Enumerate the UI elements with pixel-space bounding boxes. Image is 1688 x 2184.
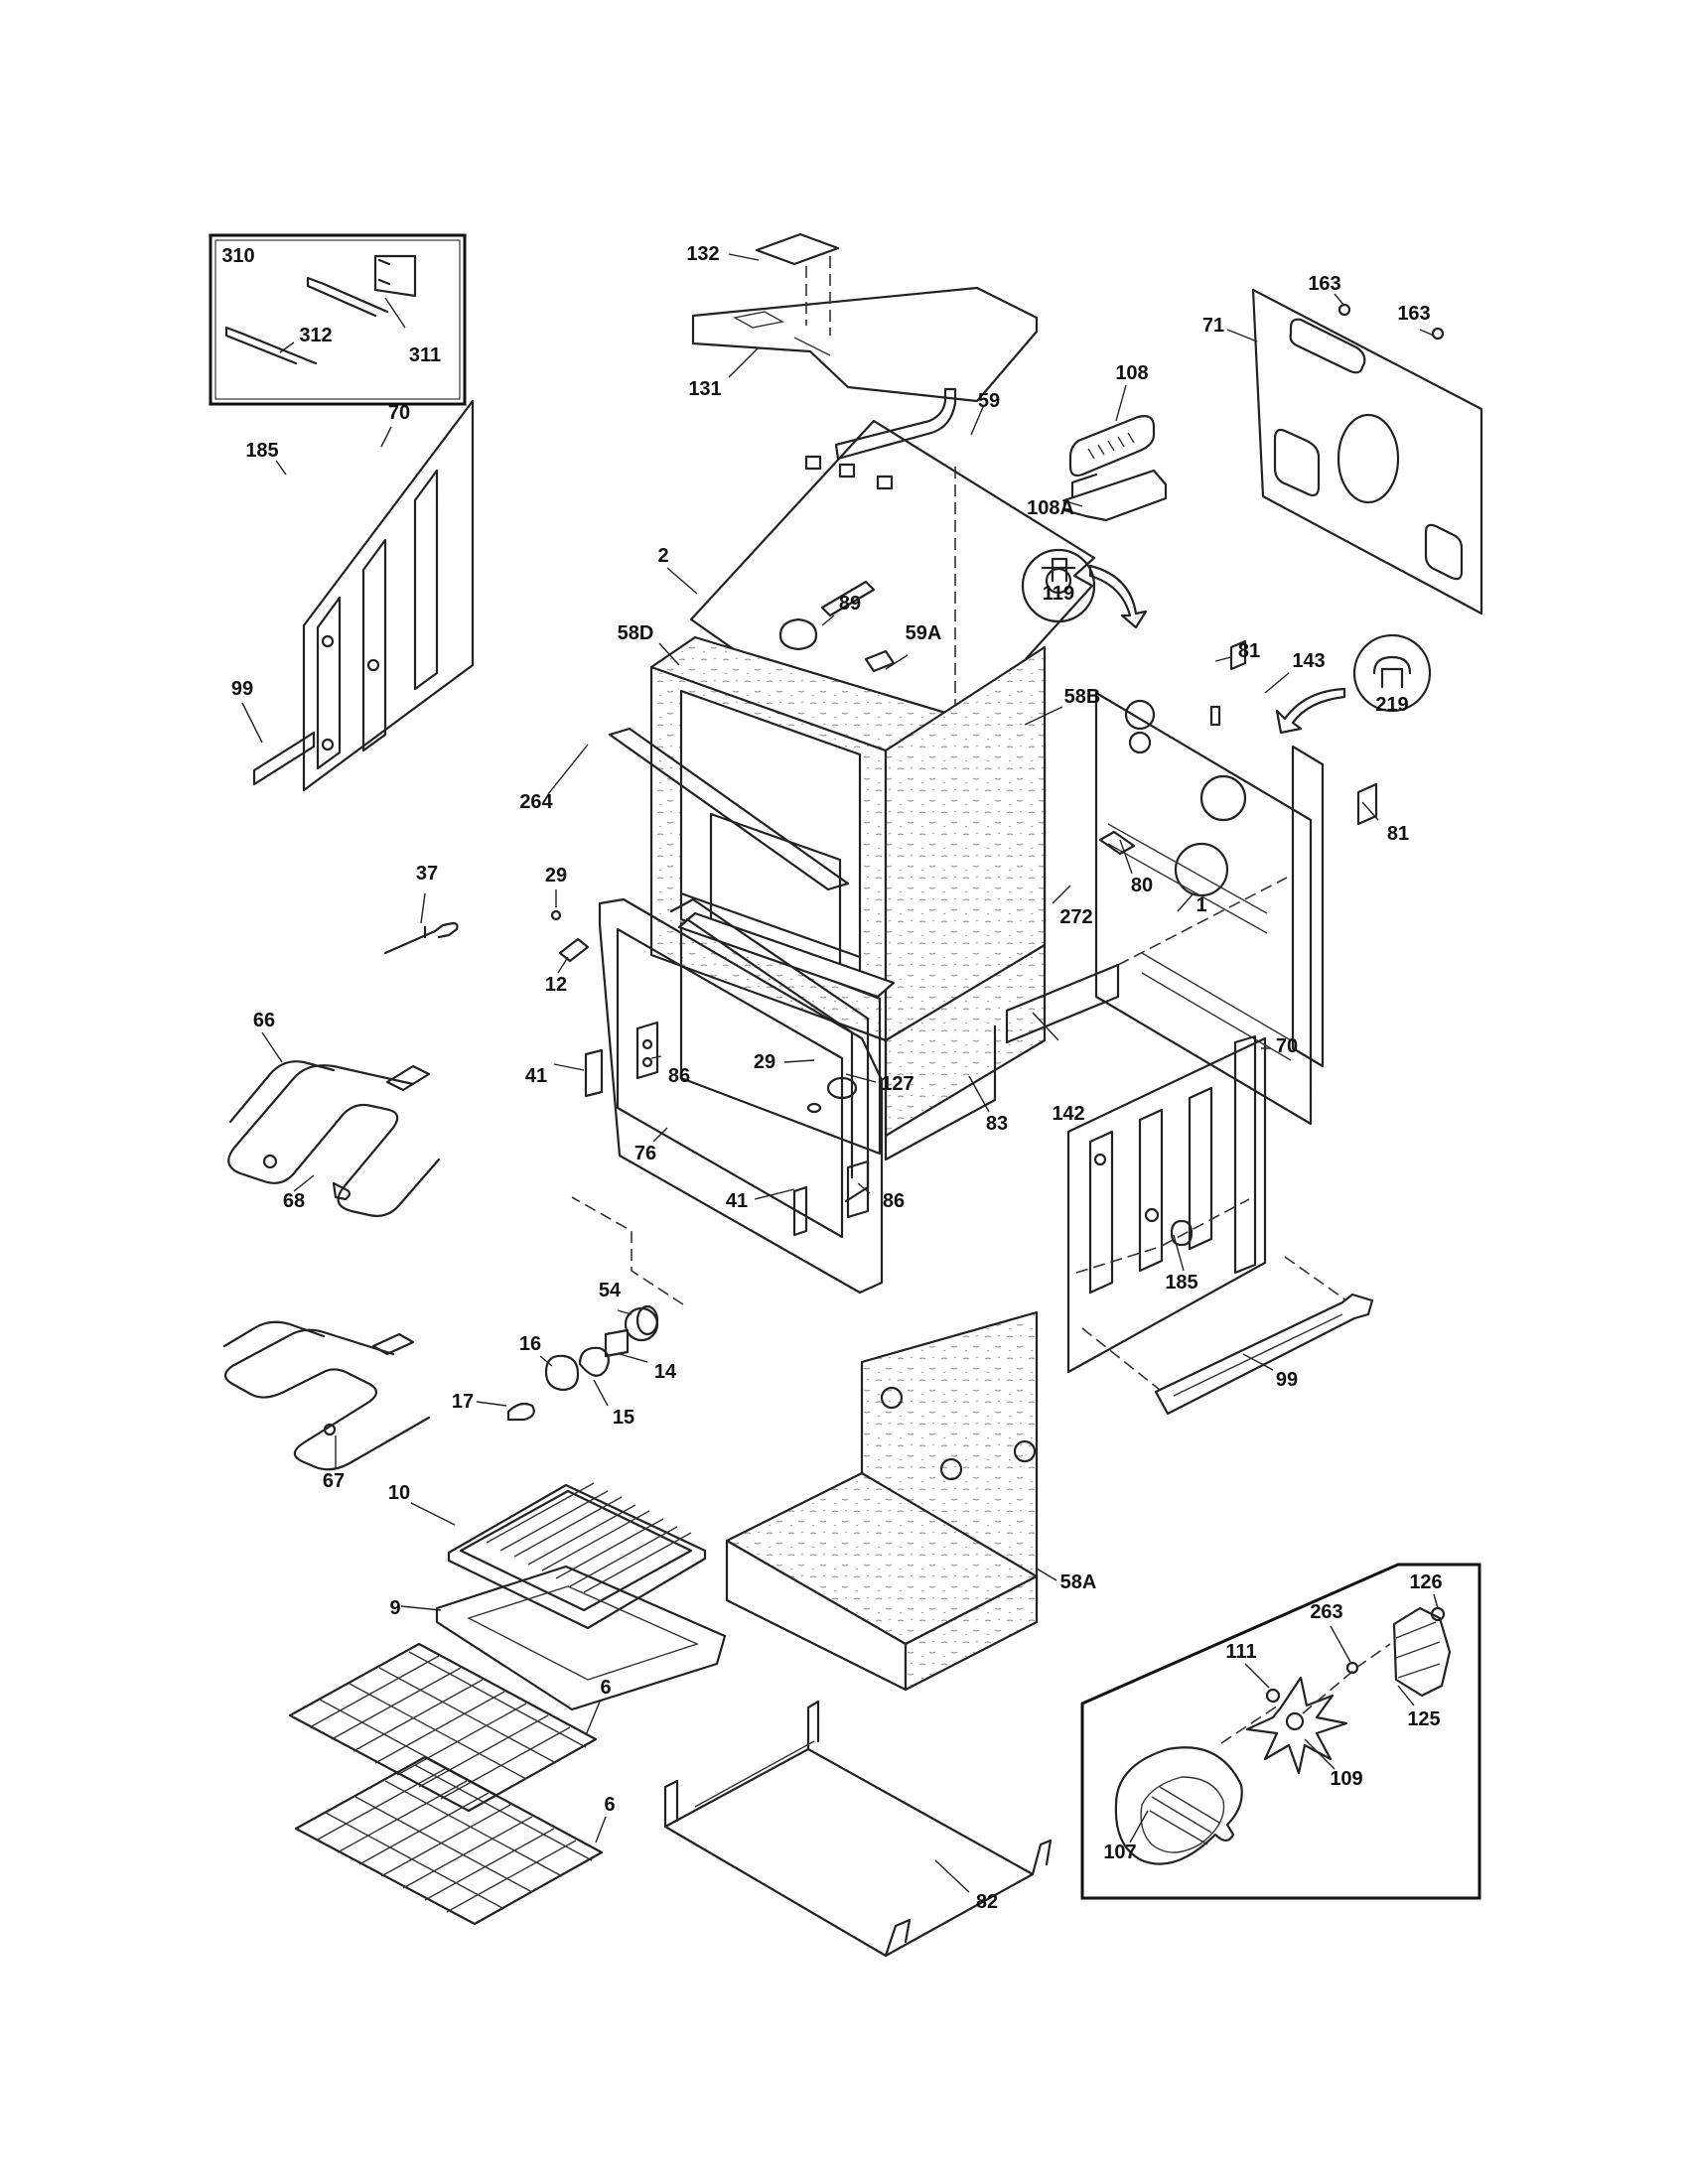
callout-272: 272	[1059, 906, 1092, 928]
callout-58D: 58D	[618, 622, 654, 644]
callout-311: 311	[409, 344, 441, 366]
callout-6b: 6	[604, 1794, 615, 1816]
callout-127: 127	[881, 1073, 914, 1095]
rear-panel-71	[1251, 288, 1483, 615]
callout-86a: 86	[668, 1065, 690, 1087]
callout-12: 12	[545, 974, 567, 996]
callout-58A: 58A	[1060, 1571, 1097, 1593]
callout-54: 54	[599, 1280, 622, 1301]
callout-163a: 163	[1308, 273, 1340, 295]
oven-racks	[288, 1642, 604, 1926]
callout-131: 131	[688, 378, 721, 400]
back-panel-1	[1094, 633, 1432, 1126]
oven-light-assembly	[506, 1196, 684, 1422]
oven-insulated-box	[649, 635, 1047, 1161]
callout-143: 143	[1292, 650, 1325, 672]
bottom-insulation-58A	[725, 1310, 1039, 1692]
callout-17: 17	[452, 1391, 474, 1413]
bottom-tray-82	[663, 1700, 1053, 1958]
callout-58B: 58B	[1064, 686, 1101, 708]
callout-41a: 41	[525, 1065, 547, 1087]
side-panel-70-left	[252, 399, 475, 792]
callout-14: 14	[654, 1361, 677, 1383]
callout-80: 80	[1131, 875, 1153, 896]
callout-219: 219	[1375, 694, 1408, 716]
bottom-rail-99	[1081, 1256, 1374, 1416]
callout-108A: 108A	[1027, 497, 1074, 519]
broil-element-67	[222, 1320, 431, 1471]
callout-29a: 29	[545, 865, 567, 887]
callout-70a: 70	[388, 402, 410, 424]
callout-312: 312	[299, 325, 332, 346]
callout-99b: 99	[1276, 1369, 1298, 1391]
callout-9: 9	[389, 1597, 400, 1619]
callout-142: 142	[1052, 1103, 1084, 1125]
callout-70b: 70	[1276, 1035, 1298, 1057]
callout-185b: 185	[1165, 1272, 1197, 1294]
callout-119: 119	[1043, 583, 1074, 605]
callout-10: 10	[388, 1482, 410, 1504]
callout-263: 263	[1310, 1601, 1342, 1623]
callout-86b: 86	[883, 1190, 905, 1212]
callout-185a: 185	[245, 440, 278, 462]
callout-59A: 59A	[906, 622, 942, 644]
door-frame-and-gasket	[598, 727, 884, 1295]
callout-71: 71	[1202, 315, 1224, 337]
broiler-pan	[435, 1482, 727, 1711]
small-hardware	[383, 909, 870, 1237]
callout-81b: 81	[1387, 823, 1409, 845]
callout-2: 2	[657, 545, 668, 567]
callout-15: 15	[613, 1407, 634, 1429]
inset-box-convection-fan	[1080, 1563, 1481, 1900]
leader-lines	[241, 253, 1439, 1893]
callout-29b: 29	[754, 1051, 775, 1073]
inset-box-310	[209, 233, 467, 406]
callout-6a: 6	[600, 1677, 611, 1699]
callout-59: 59	[978, 390, 1000, 412]
callout-108: 108	[1115, 362, 1148, 384]
callout-310: 310	[221, 245, 254, 267]
callout-67: 67	[323, 1470, 345, 1492]
callout-99a: 99	[231, 678, 253, 700]
callout-126: 126	[1409, 1571, 1442, 1593]
callout-1: 1	[1196, 894, 1206, 916]
callout-109: 109	[1330, 1768, 1362, 1790]
bake-element-66	[227, 1060, 441, 1217]
callout-66: 66	[253, 1010, 275, 1031]
callout-111: 111	[1225, 1641, 1256, 1663]
callout-264: 264	[519, 791, 553, 813]
side-panel-70-right	[1005, 877, 1288, 1374]
callout-labels: 310 312 311 132 131 59 163 163 71 108 10…	[221, 243, 1442, 1913]
callout-107: 107	[1103, 1842, 1136, 1863]
callout-81a: 81	[1238, 640, 1260, 662]
callout-41b: 41	[726, 1190, 748, 1212]
callout-163b: 163	[1397, 303, 1430, 325]
callout-16: 16	[519, 1333, 541, 1355]
callout-37: 37	[416, 863, 438, 885]
callout-76: 76	[634, 1143, 656, 1164]
callout-83: 83	[986, 1113, 1008, 1135]
callout-82: 82	[976, 1891, 998, 1913]
callout-68: 68	[283, 1190, 305, 1212]
callout-89: 89	[839, 593, 861, 614]
callout-125: 125	[1407, 1708, 1440, 1730]
callout-132: 132	[686, 243, 719, 265]
